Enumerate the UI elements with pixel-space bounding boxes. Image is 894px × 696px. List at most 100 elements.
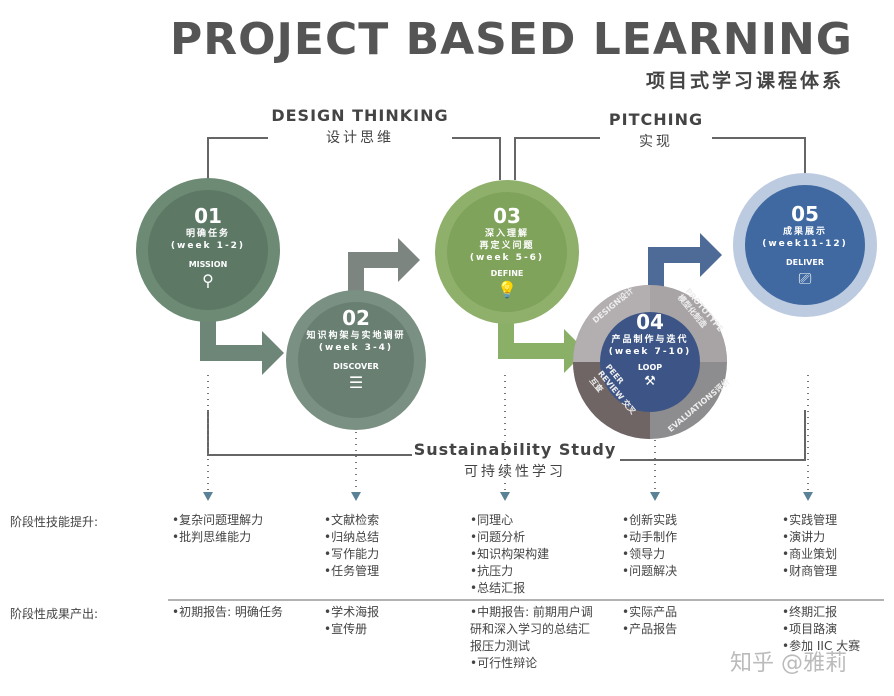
presentation-icon: ⎚ <box>798 269 812 288</box>
list-item: •同理心 <box>470 513 514 527</box>
stage-number: 01 <box>194 204 222 228</box>
sustainability-bracket <box>207 410 806 461</box>
list-item: •实践管理 <box>782 513 838 527</box>
stage-number: 02 <box>342 306 370 330</box>
stage-zh: 深入理解 再定义问题 <box>479 229 535 251</box>
stage-weeks: (week 5-6) <box>469 253 545 263</box>
row-1-column-1: •复杂问题理解力 •批判思维能力 <box>172 512 263 546</box>
stage-en: DISCOVER <box>333 362 379 371</box>
stage-en: MISSION <box>188 260 228 269</box>
list-item: •领导力 <box>622 547 666 561</box>
list-item: •项目路演 <box>782 622 838 636</box>
section-design-thinking: DESIGN THINKING 设计思维 <box>260 106 460 147</box>
list-item: 研和深入学习的总结汇 <box>470 622 591 636</box>
stage-01: 01 明确任务 (week 1-2) MISSION ⚲ <box>158 204 258 290</box>
list-item: •问题解决 <box>622 564 678 578</box>
stage-number: 04 <box>636 310 664 334</box>
list-item: •总结汇报 <box>470 581 526 595</box>
stage-02: 02 知识构架与实地调研 (week 3-4) DISCOVER ☰ <box>301 306 411 392</box>
stage-zh: 知识构架与实地调研 <box>306 331 406 341</box>
list-item: •知识构架构建 <box>470 547 550 561</box>
section-pitching: PITCHING 实现 <box>600 110 712 151</box>
diagram-title: PROJECT BASED LEARNING <box>170 14 853 65</box>
arrow-01-02 <box>200 310 284 375</box>
row-2-column-4: •实际产品 •产品报告 <box>622 604 677 638</box>
list-item: •任务管理 <box>324 564 380 578</box>
row-1-column-5: •实践管理 •演讲力 •商业策划 •财商管理 <box>782 512 837 580</box>
stage-zh: 产品制作与迭代 <box>611 335 689 345</box>
stage-zh: 成果展示 <box>782 227 827 237</box>
list-item: •终期汇报 <box>782 605 838 619</box>
section-sustainability: Sustainability Study 可持续性学习 <box>405 440 625 481</box>
list-item: •宣传册 <box>324 622 368 636</box>
stage-en: DEFINE <box>490 269 524 278</box>
arrow-03-04 <box>498 315 586 373</box>
arrow-02-03 <box>348 238 420 300</box>
section-title: PITCHING <box>608 110 704 129</box>
stage-04: 04 产品制作与迭代 (week 7-10) LOOP ⚒ <box>605 310 695 389</box>
list-item: •复杂问题理解力 <box>172 513 264 527</box>
down-triangle-3 <box>500 492 510 501</box>
list-item: •归纳总结 <box>324 530 380 544</box>
list-item: •产品报告 <box>622 622 678 636</box>
magnifier-icon: ⚲ <box>202 271 214 290</box>
list-item: •文献检索 <box>324 513 380 527</box>
watermark: 知乎 @雅莉 <box>730 651 847 676</box>
pitching-bracket <box>514 137 806 180</box>
list-item: •批判思维能力 <box>172 530 252 544</box>
list-item: •写作能力 <box>324 547 380 561</box>
list-item: •中期报告: 前期用户调 <box>470 605 593 619</box>
design-thinking-bracket <box>207 137 501 180</box>
list-item: •可行性辩论 <box>470 656 538 670</box>
diagram-subtitle: 项目式学习课程体系 <box>645 70 844 92</box>
row-2-column-5: •终期汇报 •项目路演 •参加 IIC 大赛 <box>782 604 860 655</box>
section-subtitle: 实现 <box>639 134 673 150</box>
section-subtitle: 设计思维 <box>326 130 394 146</box>
stage-number: 03 <box>493 204 521 228</box>
stage-weeks: (week 3-4) <box>318 343 394 353</box>
stage-03: 03 深入理解 再定义问题 (week 5-6) DEFINE 💡 <box>457 204 557 299</box>
row-label-outputs: 阶段性成果产出: <box>10 607 99 621</box>
arrow-04-05 <box>648 233 722 295</box>
list-item: •问题分析 <box>470 530 526 544</box>
list-item: •商业策划 <box>782 547 838 561</box>
stage-zh: 明确任务 <box>185 229 230 239</box>
stage-weeks: (week 7-10) <box>608 347 692 357</box>
section-title: DESIGN THINKING <box>271 106 449 125</box>
stage-en: DELIVER <box>786 258 824 267</box>
section-subtitle: 可持续性学习 <box>464 464 566 480</box>
down-triangle-4 <box>650 492 660 501</box>
row-1-column-3: •同理心 •问题分析 •知识构架构建 •抗压力 •总结汇报 <box>470 512 549 597</box>
stage-number: 05 <box>791 202 819 226</box>
list-item: •学术海报 <box>324 605 380 619</box>
list-item: •参加 IIC 大赛 <box>782 639 861 653</box>
stage-weeks: (week 1-2) <box>170 241 246 251</box>
list-item: •动手制作 <box>622 530 678 544</box>
stage-en: LOOP <box>637 363 663 372</box>
row-2-column-3: •中期报告: 前期用户调研和深入学习的总结汇报压力测试 •可行性辩论 <box>470 604 593 672</box>
list-item: •实际产品 <box>622 605 678 619</box>
list-icon: ☰ <box>348 373 364 392</box>
row-1-column-4: •创新实践 •动手制作 •领导力 •问题解决 <box>622 512 677 580</box>
section-title: Sustainability Study <box>413 440 617 459</box>
row-1-column-2: •文献检索 •归纳总结 •写作能力 •任务管理 <box>324 512 379 580</box>
list-item: •初期报告: 明确任务 <box>172 605 283 619</box>
down-triangle-1 <box>203 492 213 501</box>
row-2-column-2: •学术海报 •宣传册 <box>324 604 379 638</box>
list-item: •创新实践 <box>622 513 678 527</box>
lightbulb-icon: 💡 <box>497 280 517 299</box>
down-triangle-2 <box>351 492 361 501</box>
list-item: •财商管理 <box>782 564 838 578</box>
down-triangle-5 <box>803 492 813 501</box>
list-item: •抗压力 <box>470 564 514 578</box>
list-item: •演讲力 <box>782 530 826 544</box>
row-2-column-1: •初期报告: 明确任务 <box>172 604 283 621</box>
stage-weeks: (week11-12) <box>762 239 848 249</box>
stage-04-circle <box>600 312 700 412</box>
list-item: 报压力测试 <box>470 639 531 653</box>
stage-05: 05 成果展示 (week11-12) DELIVER ⎚ <box>755 202 855 289</box>
row-label-skills: 阶段性技能提升: <box>10 515 99 529</box>
tools-icon: ⚒ <box>644 374 656 389</box>
